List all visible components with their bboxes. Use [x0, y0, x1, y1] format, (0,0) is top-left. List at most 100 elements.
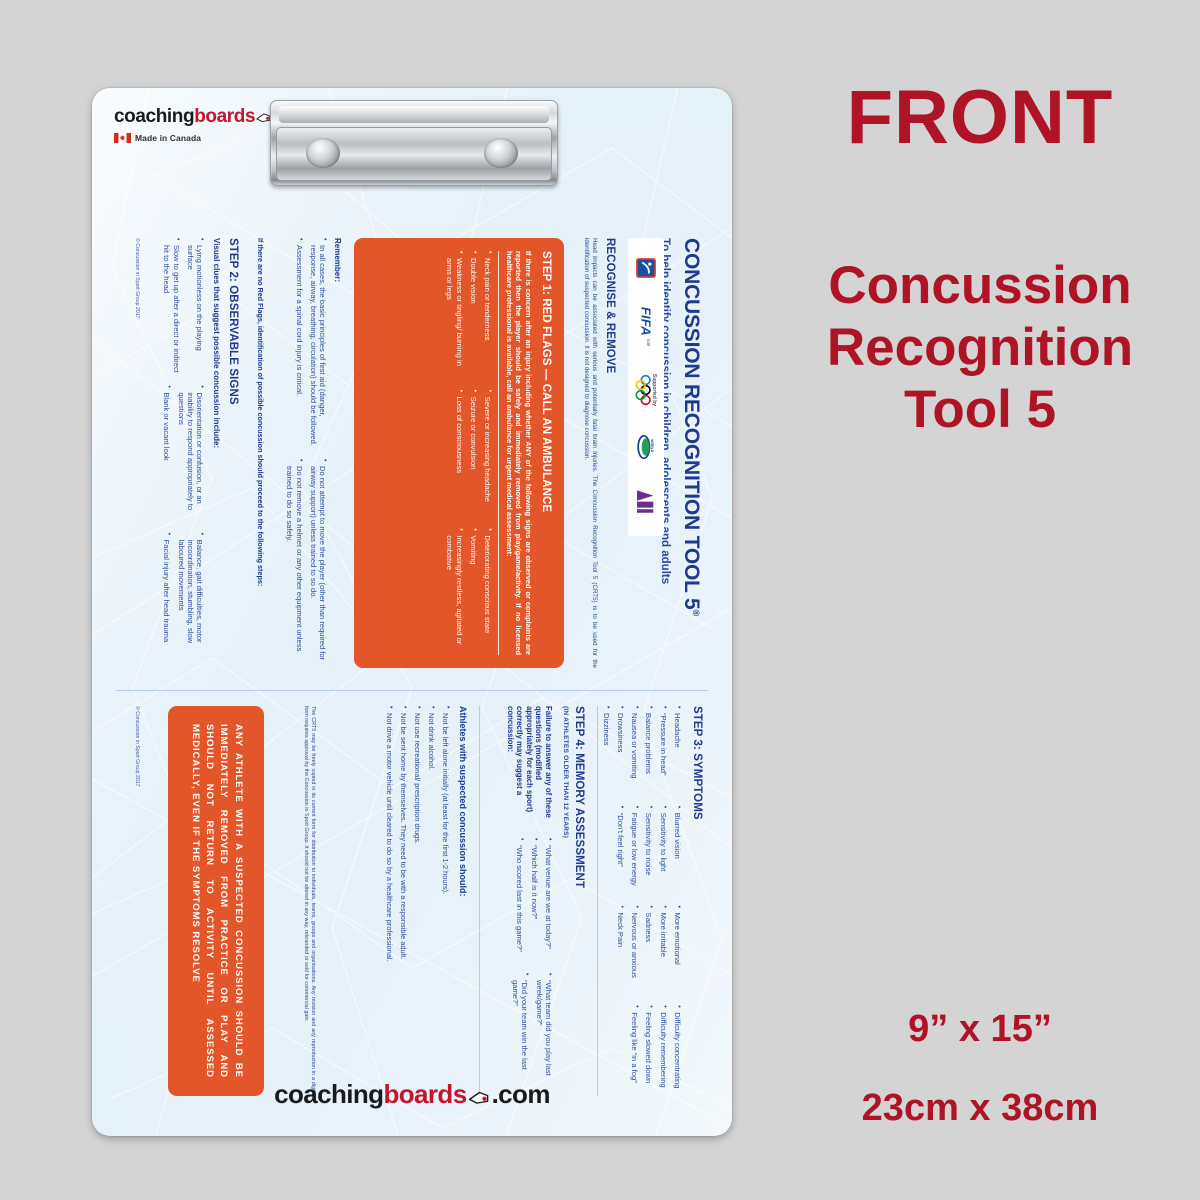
section-divider: [597, 706, 598, 1096]
world-rugby-logo: WORLD: [636, 434, 656, 460]
fei-logo: [635, 487, 657, 517]
step4-col1: “What venue are we at today?” “Which hal…: [515, 838, 553, 961]
remember-col1: In all cases, the basic principles of fi…: [295, 238, 328, 447]
list-item: Blank or vacant look: [162, 385, 171, 520]
step2-col3: Balance, gait difficulties, motor incoor…: [162, 533, 204, 668]
copyright-right: © Concussion in Sport Group 2017: [134, 706, 140, 787]
step1-heading: STEP 1: RED FLAGS — CALL AN AMBULANCE: [540, 251, 552, 513]
list-item: Do not attempt to move the player (other…: [309, 459, 327, 668]
list-item: Assessment for a spinal cord injury is c…: [295, 238, 304, 447]
page-title: Concussion Recognition Tool 5: [760, 255, 1200, 441]
clipboard-clip[interactable]: [270, 100, 558, 186]
clipboard-product-image: coachingboards .com Made in Canada CONCUS…: [92, 88, 732, 1136]
list-item: Double vision: [469, 251, 478, 378]
made-in-canada-label: Made in Canada: [135, 133, 202, 143]
list-item: Drowsiness: [616, 706, 625, 797]
svg-text:WORLD: WORLD: [650, 439, 654, 453]
clip-rivet-left: [306, 138, 340, 168]
step4-heading: STEP 4: MEMORY ASSESSMENT: [573, 706, 585, 889]
list-item: “Which half is it now?”: [529, 838, 539, 961]
list-item: Sensitivity to light: [658, 806, 668, 897]
brand-word-com-bottom: .com: [491, 1079, 551, 1109]
list-item: More emotional: [673, 906, 682, 997]
athletes-heading: Athletes with suspected concussion shoul…: [458, 706, 468, 897]
brand-wordmark-bottom: coachingboards .com: [274, 1079, 550, 1109]
list-item: Seizure or convulsion: [469, 390, 478, 517]
step1-redflags-col3: Deteriorating conscious state Vomiting I…: [445, 528, 492, 655]
athletes-guidance: Athletes with suspected concussion shoul…: [380, 706, 468, 1096]
size-cm-label: 23cm x 38cm: [861, 1087, 1099, 1129]
crt5-document: CONCUSSION RECOGNITION TOOL 5® To help i…: [108, 238, 716, 1108]
list-item: Not be left alone initially (at least fo…: [441, 706, 450, 1096]
step3-heading: STEP 3: SYMPTOMS: [691, 706, 703, 820]
document-title: CONCUSSION RECOGNITION TOOL 5®: [680, 238, 703, 616]
iihf-logo: [635, 257, 657, 279]
step2-col2: Disorientation or confusion, or an inabi…: [162, 385, 204, 520]
list-item: Nervous or anxious: [630, 906, 639, 997]
list-item: Increasingly restless, agitated or comba…: [445, 528, 463, 655]
clip-rivet-right: [484, 138, 518, 168]
list-item: Headache: [673, 706, 682, 797]
whistle-icon-bottom: [468, 1091, 488, 1104]
list-item: Vomiting: [469, 528, 478, 655]
clip-top-bar: [279, 106, 549, 123]
list-item: Slow to get up after a direct or indirec…: [162, 238, 180, 373]
list-item: “What venue are we at today?”: [544, 838, 553, 961]
list-item: “Who scored last in this game?”: [515, 838, 524, 961]
list-item: Lying motionless on the playing surface: [186, 238, 204, 373]
list-item: Neck Pain: [616, 906, 625, 997]
list-item: Disorientation or confusion, or an inabi…: [176, 385, 205, 520]
list-item: Weakness or tingling/ burning in arms or…: [445, 251, 463, 378]
supported-by-label: Supported by: [651, 373, 658, 407]
step2-col1: Lying motionless on the playing surface …: [162, 238, 204, 373]
section-divider-2: [479, 706, 480, 1096]
step3-col1: Headache “Pressure in head” Balance prob…: [601, 706, 682, 797]
list-item: “Don’t feel right”: [616, 806, 625, 897]
fifa-logo: FIFA \u00ae: [636, 306, 656, 346]
olympic-rings-logo: Supported by: [635, 373, 657, 407]
list-item: Not drive a motor vehicle until cleared …: [385, 706, 394, 1096]
svg-text:FIFA: FIFA: [639, 307, 654, 336]
list-item: Loss of consciousness: [454, 390, 464, 517]
list-item: Severe or increasing headache: [483, 390, 492, 517]
step4-memory-assessment: STEP 4: MEMORY ASSESSMENT (IN ATHLETES O…: [505, 706, 586, 1096]
brand-logo-bottom: coachingboards .com: [92, 1079, 732, 1110]
copyright-left: © Concussion in Sport Group 2017: [134, 238, 140, 319]
step4-note: (IN ATHLETES OLDER THAN 12 YEARS): [561, 706, 569, 839]
step4-lead: Failure to answer any of these questions…: [505, 706, 553, 818]
athletes-list: Not be left alone initially (at least fo…: [385, 706, 450, 1096]
list-item: Not use recreational/ prescription drugs…: [413, 706, 422, 1096]
brand-word-red-bottom: boards: [383, 1079, 467, 1109]
list-item: Nausea or vomiting: [630, 706, 639, 797]
remember-col2: Do not attempt to move the player (other…: [285, 459, 328, 668]
list-item: Not be sent home by themselves. They nee…: [399, 706, 408, 1096]
list-item: Dizziness: [601, 706, 611, 797]
recognise-remove-heading: RECOGNISE & REMOVE: [604, 238, 616, 374]
product-title-line-2: Recognition: [826, 318, 1134, 377]
endorsing-bodies-logos: FIFA \u00ae Supported by WORLD: [628, 238, 664, 536]
no-red-flags-note: If there are no Red Flags, identificatio…: [256, 238, 265, 587]
list-item: “What team did you play last week/game?”: [534, 973, 553, 1096]
made-in-canada: Made in Canada: [114, 133, 316, 143]
list-item: Balance problems: [644, 706, 653, 797]
product-title-line-3: Tool 5: [903, 380, 1057, 439]
license-text: The CRT5 may be freely copied in its cur…: [302, 706, 316, 1096]
list-item: More irritable: [658, 906, 668, 997]
size-inches-label: 9” x 15”: [908, 1008, 1052, 1050]
list-item: Do not remove a helmet or any other equi…: [285, 459, 304, 668]
remember-label: Remember:: [333, 238, 342, 283]
warning-box: ANY ATHLETE WITH A SUSPECTED CONCUSSION …: [168, 706, 264, 1096]
list-item: Sadness: [644, 906, 653, 997]
product-title-line-1: Concussion: [828, 256, 1132, 315]
brand-word-black-bottom: coaching: [274, 1079, 384, 1109]
list-item: Sensitivity to noise: [644, 806, 653, 897]
step1-lead: If there is concern after an injury incl…: [504, 251, 533, 655]
svg-text:\u00ae: \u00ae: [646, 339, 651, 346]
canada-flag-icon: [114, 133, 131, 143]
step1-redflags-col1: Neck pain or tenderness Double vision We…: [445, 251, 492, 378]
list-item: Facial injury after head trauma: [162, 533, 171, 668]
list-item: Not drink alcohol.: [427, 706, 436, 1096]
list-item: Deteriorating conscious state: [483, 528, 492, 655]
step4-col2: “What team did you play last week/game?”…: [511, 973, 553, 1096]
list-item: Blurred vision: [673, 806, 682, 897]
